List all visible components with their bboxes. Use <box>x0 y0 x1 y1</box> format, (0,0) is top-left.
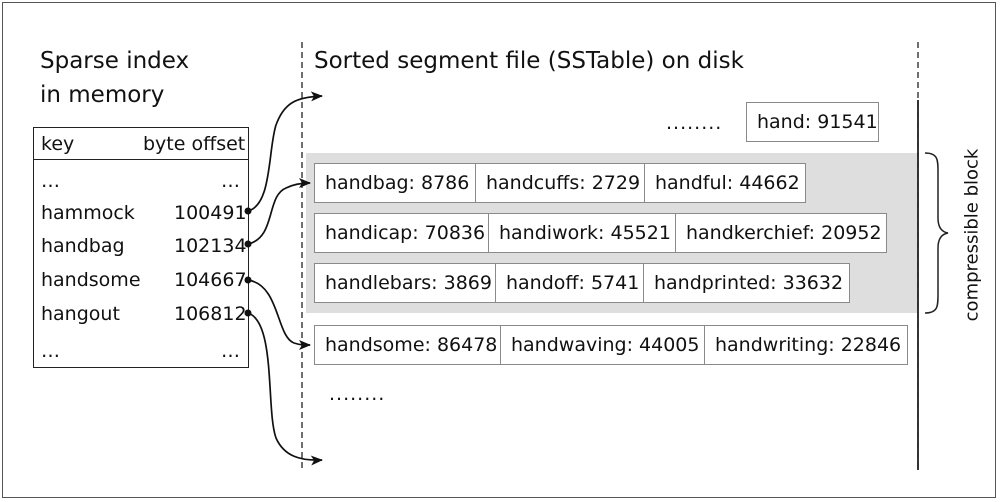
index-row-offset: 104667 <box>174 269 247 291</box>
segment-entry: handkerchief: 20952 <box>675 213 887 253</box>
index-row-offset: 100491 <box>174 202 247 224</box>
segment-entry: handoff: 5741 <box>495 263 644 303</box>
sparse-index-table <box>33 127 249 368</box>
index-ellipsis-key-bottom: … <box>41 340 60 362</box>
segment-entry: handsome: 86478 <box>314 325 501 365</box>
pointer-arrow <box>247 91 323 212</box>
segment-entry: hand: 91541 <box>746 102 879 142</box>
index-row-key: handbag <box>41 235 125 257</box>
index-row-offset: 106812 <box>174 303 247 325</box>
index-title-line1: Sparse index <box>40 48 190 74</box>
segment-entry: handbag: 8786 <box>314 163 476 203</box>
index-row-offset: 102134 <box>174 235 247 257</box>
segment-top-ellipsis: ........ <box>666 112 723 134</box>
segment-bottom-ellipsis: ........ <box>329 383 386 405</box>
index-row-key: hangout <box>41 303 120 325</box>
segment-entry: handicap: 70836 <box>314 213 489 253</box>
index-row-key: hammock <box>41 202 135 224</box>
index-header <box>34 128 248 160</box>
index-row-key: handsome <box>41 269 141 291</box>
index-title-line2: in memory <box>40 82 165 108</box>
pointer-arrow <box>247 279 311 350</box>
pointer-arrow <box>247 178 311 245</box>
segment-entry: handwaving: 44005 <box>500 325 705 365</box>
segment-entry: handful: 44662 <box>644 163 806 203</box>
index-ellipsis-offset-bottom: … <box>221 340 240 362</box>
segment-title: Sorted segment file (SSTable) on disk <box>314 48 744 74</box>
index-ellipsis-key-top: … <box>41 170 60 192</box>
pointer-arrow <box>247 312 323 466</box>
segment-entry: handiwork: 45521 <box>488 213 676 253</box>
index-header-key: key <box>41 133 75 155</box>
segment-entry: handwriting: 22846 <box>704 325 908 365</box>
index-ellipsis-offset-top: … <box>221 170 240 192</box>
segment-entry: handcuffs: 2729 <box>475 163 645 203</box>
brace-icon <box>924 152 949 314</box>
segment-entry: handlebars: 3869 <box>314 263 496 303</box>
index-header-offset: byte offset <box>143 133 246 155</box>
segment-entry: handprinted: 33632 <box>643 263 850 303</box>
